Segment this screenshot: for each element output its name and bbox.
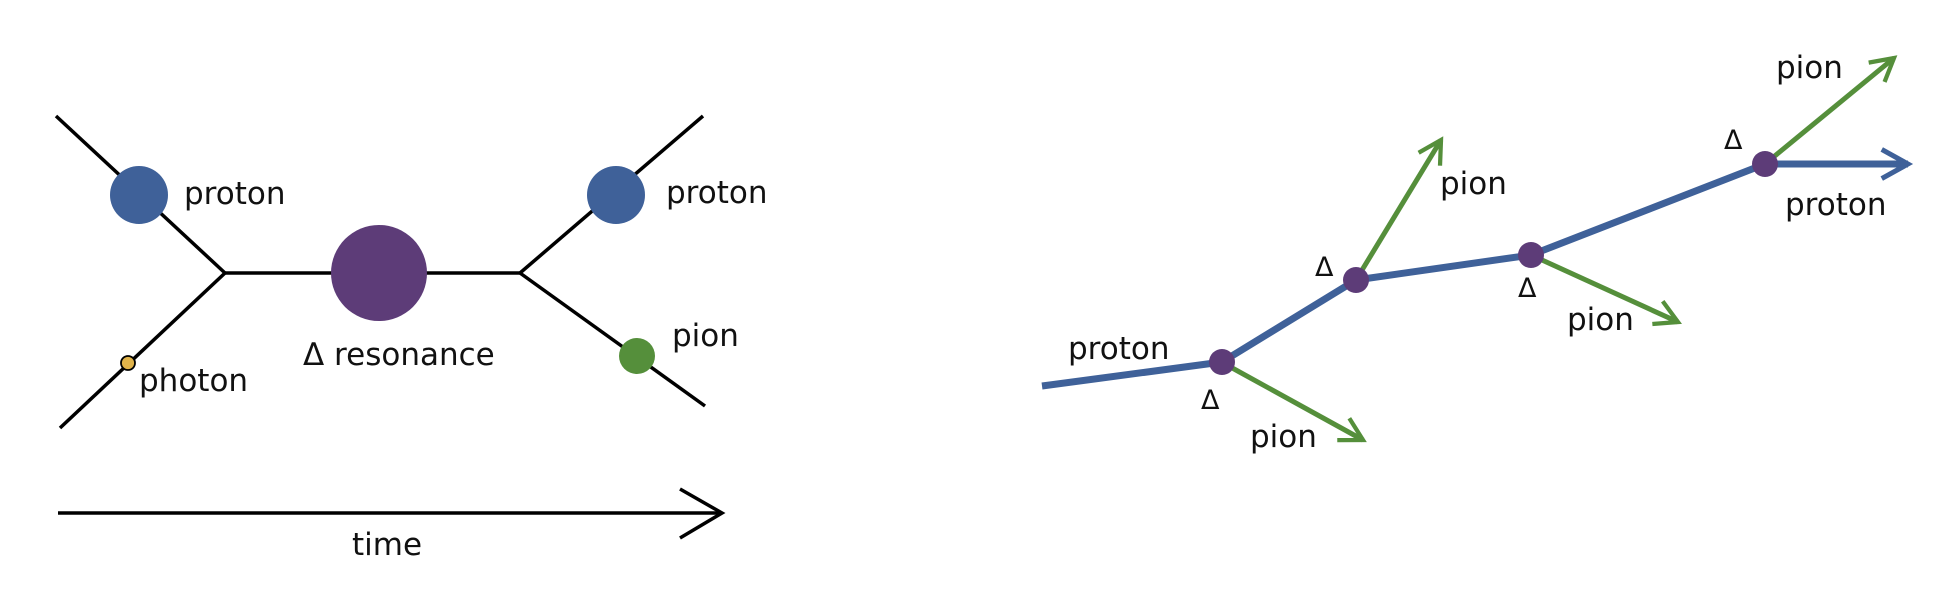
photon-blob xyxy=(120,355,136,371)
cascade-proton-start-label: proton xyxy=(1068,331,1169,367)
delta-label-4: Δ xyxy=(1724,125,1743,156)
delta-vertex-2 xyxy=(1343,267,1369,293)
pion-arrow-2 xyxy=(1353,136,1444,282)
delta-vertex-4 xyxy=(1752,151,1778,177)
pion-label: pion xyxy=(672,318,739,354)
pion-arrow-4 xyxy=(1763,55,1898,166)
delta-label-2: Δ xyxy=(1315,252,1334,283)
interaction-panel: proton photon Δ resonance proton pion ti… xyxy=(54,114,767,563)
cascade-panel: proton Δ pion Δ pion Δ pion Δ pion proto… xyxy=(1041,50,1914,455)
photon-label: photon xyxy=(139,363,248,399)
delta-label-3: Δ xyxy=(1518,273,1537,304)
time-arrowhead xyxy=(679,487,726,540)
pion-label-2: pion xyxy=(1440,166,1507,202)
pion-arrow-3 xyxy=(1529,252,1682,327)
outgoing-pion-line xyxy=(518,271,707,408)
delta-vertex-3 xyxy=(1518,242,1544,268)
cascade-proton-end-label: proton xyxy=(1785,187,1886,223)
time-label: time xyxy=(352,527,422,563)
delta-resonance-label: Δ resonance xyxy=(303,337,495,373)
delta-resonance-blob xyxy=(331,225,427,321)
pion-label-4: pion xyxy=(1776,50,1843,86)
delta-label-1: Δ xyxy=(1201,385,1220,416)
delta-vertex-1 xyxy=(1209,349,1235,375)
incoming-proton-label: proton xyxy=(184,176,285,212)
outgoing-proton-blob xyxy=(587,166,645,224)
pion-label-1: pion xyxy=(1250,419,1317,455)
pion-label-3: pion xyxy=(1567,302,1634,338)
pion-arrow-1 xyxy=(1223,361,1367,443)
pion-blob xyxy=(619,338,655,374)
outgoing-proton-label: proton xyxy=(666,175,767,211)
incoming-proton-blob xyxy=(110,166,168,224)
incoming-photon-line xyxy=(58,271,227,430)
